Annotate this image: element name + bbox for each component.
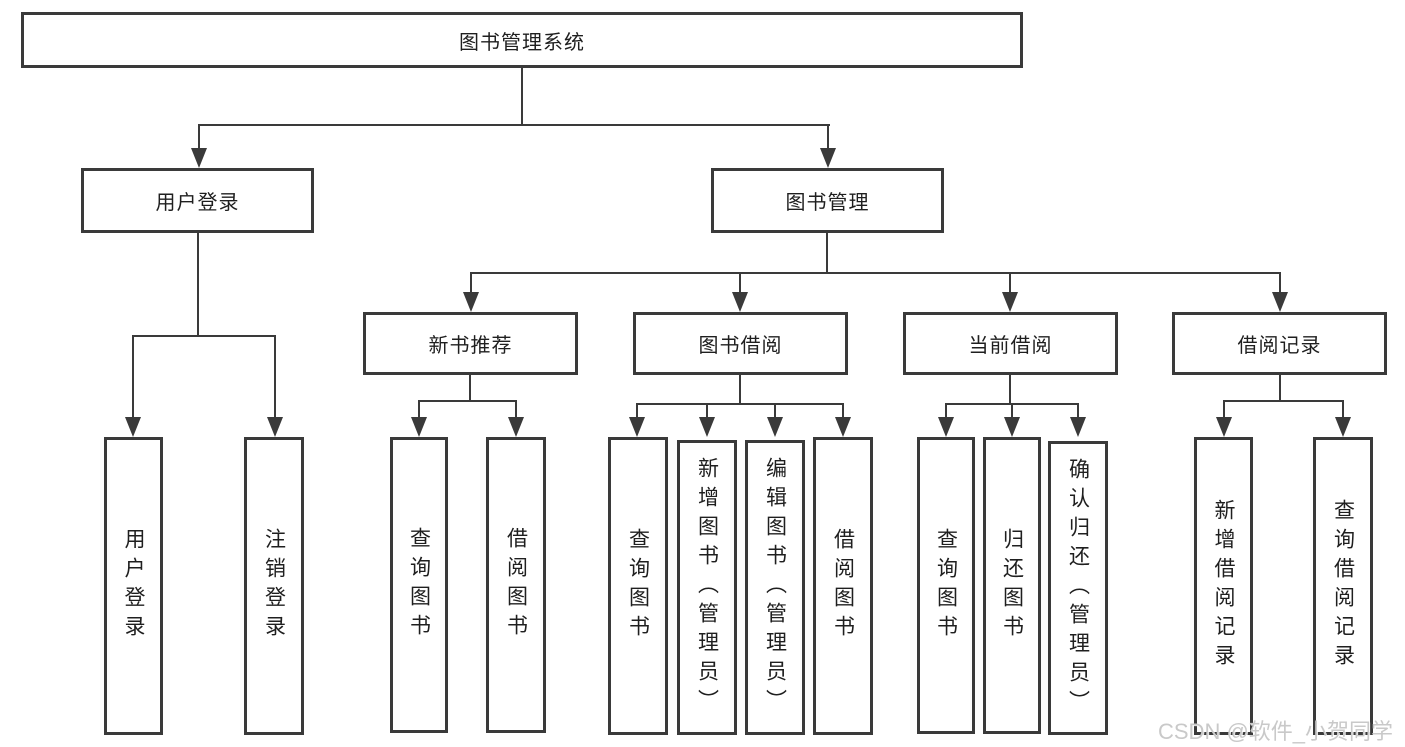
connector-newbook-hbar <box>418 400 517 402</box>
node-user-login: 用户登录 <box>81 168 314 233</box>
arrow-down-icon <box>1272 292 1288 312</box>
node-current-borrow: 当前借阅 <box>903 312 1118 375</box>
leaf-label: 归还图书 <box>1000 527 1024 644</box>
leaf-borrow-books: 借阅图书 <box>813 437 873 735</box>
leaf-label: 借阅图书 <box>504 527 528 643</box>
node-root-library-system: 图书管理系统 <box>21 12 1023 68</box>
arrow-down-icon <box>835 417 851 437</box>
connector-newbook-trunk <box>469 375 471 402</box>
connector-bookmgmt-trunk <box>826 233 828 274</box>
leaf-label: 用户登录 <box>122 528 145 644</box>
node-label: 图书管理系统 <box>459 31 585 54</box>
node-borrow-records: 借阅记录 <box>1172 312 1387 375</box>
leaf-add-books-admin: 新增图书（管理员） <box>677 440 737 735</box>
arrow-down-icon <box>767 417 783 437</box>
leaf-edit-books-admin: 编辑图书（管理员） <box>745 440 805 735</box>
leaf-label: 新增图书（管理员） <box>695 457 719 718</box>
leaf-label: 查询图书 <box>407 527 431 643</box>
node-label: 新书推荐 <box>428 335 513 357</box>
arrow-down-icon <box>1335 417 1351 437</box>
node-new-book-recommend: 新书推荐 <box>363 312 578 375</box>
leaf-label: 注销登录 <box>262 528 286 644</box>
connector-stem <box>945 403 947 419</box>
leaf-return-books: 归还图书 <box>983 437 1041 734</box>
connector-borrowrecords-trunk <box>1279 375 1281 402</box>
arrow-down-icon <box>732 292 748 312</box>
leaf-label: 查询图书 <box>934 527 958 644</box>
connector-borrowrecords-hbar <box>1223 400 1344 402</box>
connector-bookborrow-hbar <box>636 403 844 405</box>
connector-stem <box>842 403 844 419</box>
leaf-logout-login: 注销登录 <box>244 437 304 735</box>
connector-stem <box>774 403 776 419</box>
leaf-query-borrow-record: 查询借阅记录 <box>1313 437 1373 735</box>
connector-userlogin-hbar <box>132 335 276 337</box>
node-book-management: 图书管理 <box>711 168 944 233</box>
node-label: 图书管理 <box>785 192 870 214</box>
arrow-down-icon <box>463 292 479 312</box>
connector-stem <box>706 403 708 419</box>
leaf-label: 查询借阅记录 <box>1331 499 1355 673</box>
leaf-query-books: 查询图书 <box>917 437 975 734</box>
leaf-user-login: 用户登录 <box>104 437 163 735</box>
node-label: 借阅记录 <box>1237 335 1322 357</box>
arrow-down-icon <box>508 417 524 437</box>
leaf-label: 新增借阅记录 <box>1212 499 1235 673</box>
node-label: 当前借阅 <box>968 335 1053 357</box>
leaf-query-books: 查询图书 <box>390 437 448 733</box>
connector-stem-borrow-records <box>1279 272 1281 294</box>
arrow-down-icon <box>1002 292 1018 312</box>
arrow-down-icon <box>125 417 141 437</box>
connector-stem-new-book <box>470 272 472 294</box>
arrow-down-icon <box>1216 417 1232 437</box>
leaf-label: 查询图书 <box>626 528 650 644</box>
connector-stem <box>515 400 517 419</box>
connector-level2-hbar <box>470 272 1281 274</box>
connector-stem-book-borrow <box>739 272 741 294</box>
connector-bookborrow-trunk <box>739 375 741 405</box>
arrow-down-icon <box>629 417 645 437</box>
arrow-down-icon <box>1004 417 1020 437</box>
leaf-label: 借阅图书 <box>831 528 855 644</box>
leaf-label: 确认归还（管理员） <box>1066 457 1090 719</box>
node-label: 用户登录 <box>155 192 240 214</box>
connector-stem <box>1011 403 1013 419</box>
connector-currentborrow-trunk <box>1009 375 1011 405</box>
arrow-down-icon <box>820 148 836 168</box>
csdn-watermark: CSDN @软件_小贺同学 <box>1158 719 1394 744</box>
connector-stem <box>418 400 420 419</box>
leaf-query-books: 查询图书 <box>608 437 668 735</box>
arrow-down-icon <box>699 417 715 437</box>
leaf-confirm-return-admin: 确认归还（管理员） <box>1048 441 1108 735</box>
connector-stem-user-login <box>198 124 200 150</box>
node-label: 图书借阅 <box>698 335 783 357</box>
connector-stem-leaf-login <box>132 335 134 419</box>
arrow-down-icon <box>191 148 207 168</box>
leaf-borrow-books: 借阅图书 <box>486 437 546 733</box>
connector-stem-leaf-logout <box>274 335 276 419</box>
arrow-down-icon <box>1070 417 1086 437</box>
arrow-down-icon <box>938 417 954 437</box>
connector-stem <box>1342 400 1344 419</box>
connector-stem <box>1077 403 1079 419</box>
connector-stem-current-borrow <box>1009 272 1011 294</box>
connector-stem <box>636 403 638 419</box>
leaf-label: 编辑图书（管理员） <box>763 457 787 718</box>
arrow-down-icon <box>267 417 283 437</box>
arrow-down-icon <box>411 417 427 437</box>
connector-userlogin-trunk <box>197 233 199 337</box>
connector-stem-book-mgmt <box>827 124 829 150</box>
connector-root-trunk <box>521 68 523 126</box>
leaf-add-borrow-record: 新增借阅记录 <box>1194 437 1253 735</box>
connector-level1-hbar <box>198 124 830 126</box>
connector-stem <box>1223 400 1225 419</box>
node-book-borrow: 图书借阅 <box>633 312 848 375</box>
